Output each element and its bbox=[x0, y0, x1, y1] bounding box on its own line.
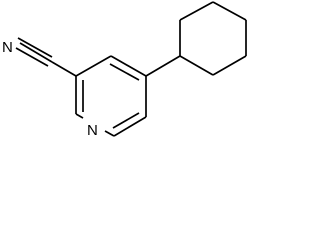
bond-c3-c4 bbox=[110, 55, 147, 77]
bond-nitrile-to-ring bbox=[51, 61, 77, 77]
chemical-structure: N N bbox=[2, 1, 247, 139]
bond-c5-c6 bbox=[113, 116, 147, 137]
bond-c3-c4-inner bbox=[109, 63, 140, 81]
bond-ring-to-cyclohexyl bbox=[145, 55, 181, 77]
pyridine-ring bbox=[75, 55, 147, 137]
nitrile-nitrogen-label: N bbox=[2, 39, 13, 56]
bond-n1-c2 bbox=[75, 113, 84, 119]
bond-c6-n1 bbox=[104, 130, 115, 137]
bond-c2-c3 bbox=[75, 55, 112, 77]
ring-nitrogen-label: N bbox=[87, 122, 98, 139]
bond-c5-c6-inner bbox=[112, 112, 140, 129]
nitrile-triple-bond bbox=[15, 37, 53, 67]
cyclohexyl-ring bbox=[179, 1, 247, 76]
